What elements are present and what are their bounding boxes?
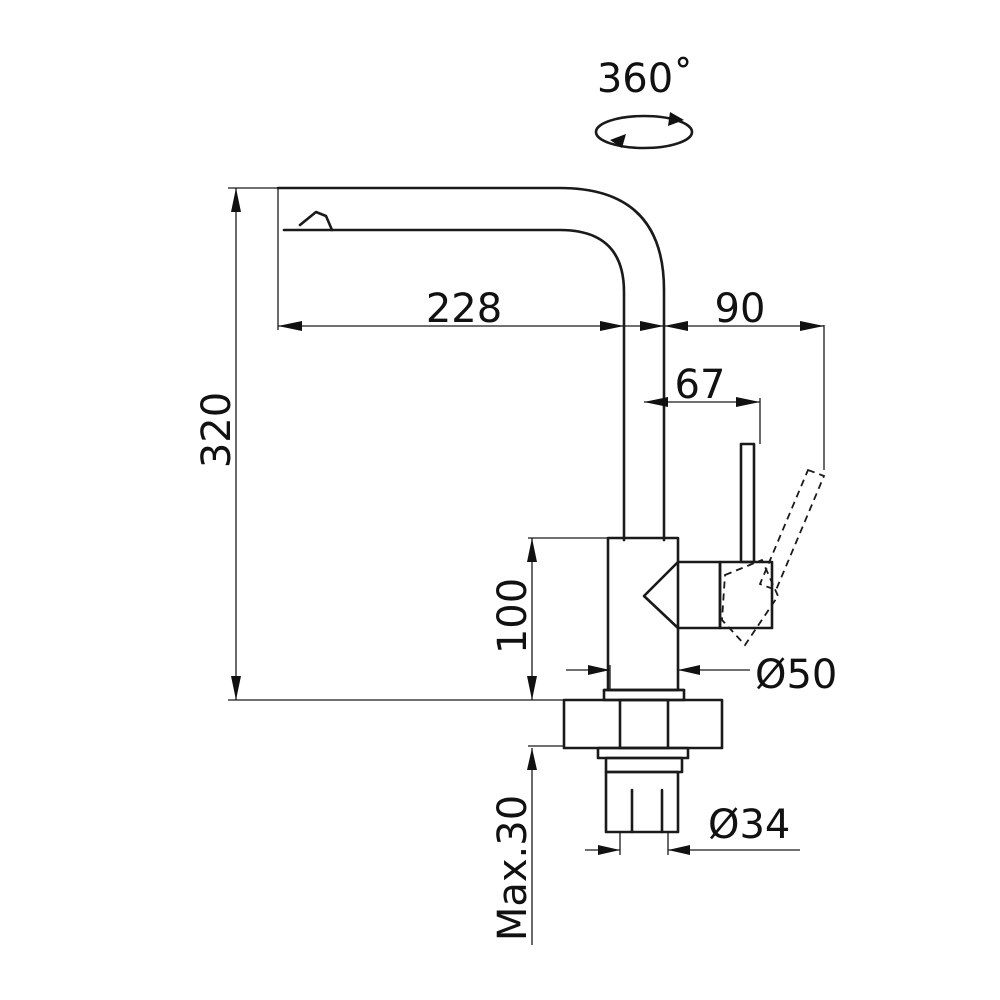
dimension-lines [231,188,824,945]
mounting-shank [596,746,690,834]
dimension-label-body-diameter: Ø50 [755,652,837,698]
dimension-label-lever-swing: 90 [715,286,766,332]
lever-handle [642,442,826,647]
dimension-label-total-height: 320 [194,392,240,468]
spout [276,186,666,542]
rotation-label: 360˚ [597,56,693,102]
dimension-label-mount-diameter: Ø34 [708,802,790,848]
faucet-body [602,536,686,702]
dimension-label-spout-reach: 228 [426,286,502,332]
countertop-section [562,698,724,750]
rotation-arrows-icon [594,112,694,150]
dimension-label-body-height: 100 [490,578,536,654]
dimension-label-lever-offset: 67 [675,362,726,408]
dimension-label-max-thickness: Max.30 [490,795,536,941]
extension-lines [228,187,825,855]
